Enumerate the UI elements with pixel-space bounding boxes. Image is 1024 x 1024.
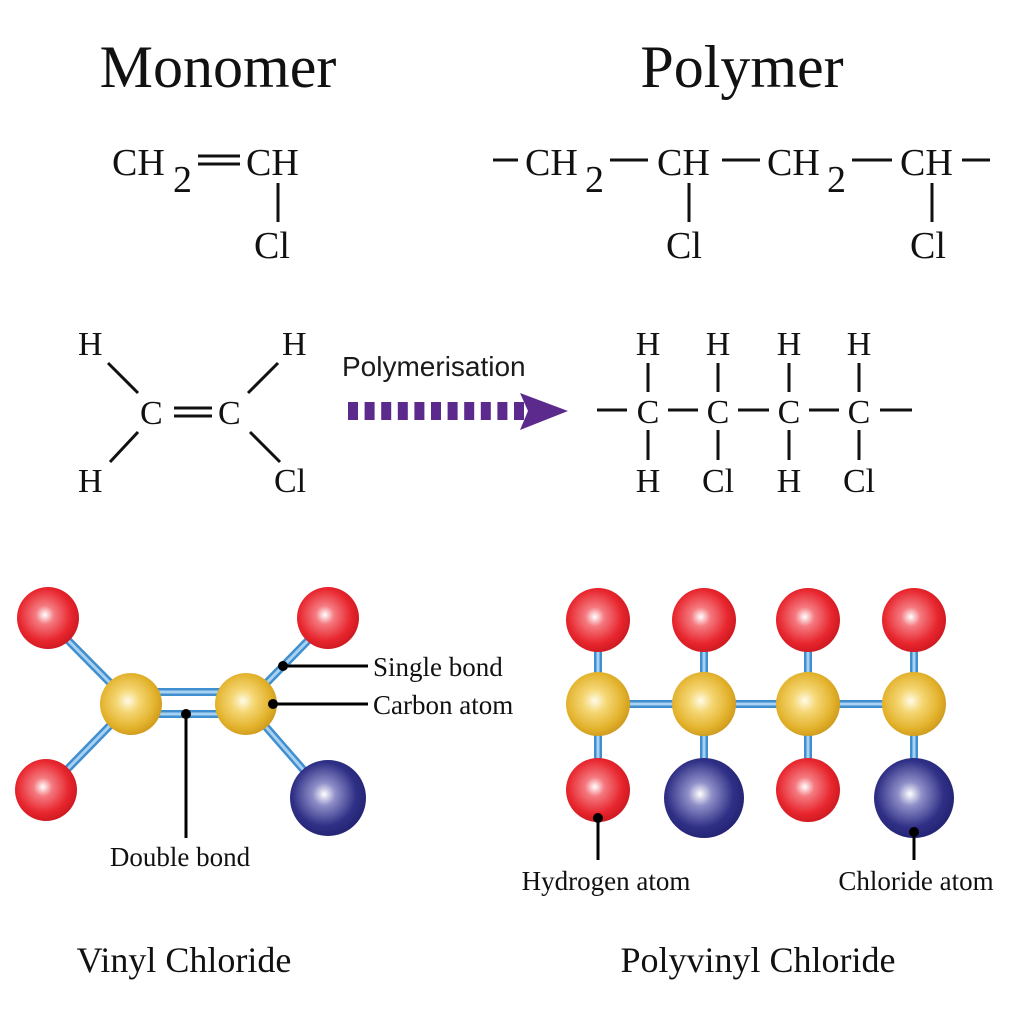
monomer-h-top-left: H: [78, 326, 103, 363]
vinyl-chloride-caption: Vinyl Chloride: [77, 940, 292, 980]
chlorine-atom: [290, 760, 366, 836]
arrow-head-icon: [520, 393, 568, 430]
arrow-dash: [381, 402, 392, 420]
polymerisation-arrow: Polymerisation: [342, 351, 568, 430]
polymer-group-1: CH: [525, 142, 578, 184]
carbon-atom: [215, 673, 277, 735]
polymer-condensed-formula: CH 2 CH Cl CH 2 CH Cl: [493, 142, 990, 267]
monomer-carbon-right: C: [218, 395, 241, 432]
carbon-atom: [672, 672, 736, 736]
pvc-model: [566, 588, 954, 838]
structural-bond-top-right: [246, 361, 280, 395]
arrow-dash: [414, 402, 425, 420]
vinyl-chloride-model: [15, 587, 366, 836]
arrow-dash: [514, 402, 524, 420]
chloride-atom-label: Chloride atom: [838, 866, 993, 896]
polymer-unit: HC Cl: [702, 326, 734, 500]
monomer-structural-formula: H H H Cl C C: [78, 326, 307, 500]
structural-bond-bottom-left: [108, 430, 140, 464]
arrow-dash: [431, 402, 441, 420]
chlorine-atom: [664, 758, 744, 838]
vinyl-callouts: Single bond Carbon atom Double bond: [110, 652, 513, 872]
unit-bottom-atom: Cl: [843, 463, 875, 500]
hydrogen-atom: [882, 588, 946, 652]
arrow-dash: [397, 402, 408, 420]
double-bond-label: Double bond: [110, 842, 251, 872]
polymerisation-label: Polymerisation: [342, 351, 526, 382]
monomer-ch-group: CH: [246, 142, 299, 184]
carbon-atom: [566, 672, 630, 736]
polymer-unit: HC Cl: [843, 326, 875, 500]
monomer-condensed-formula: CH 2 CH Cl: [112, 142, 299, 267]
structural-bond-top-left: [106, 361, 140, 395]
pvc-callouts: Hydrogen atom Chloride atom: [522, 813, 994, 896]
monomer-ch2-group: CH: [112, 142, 165, 184]
hydrogen-atom: [776, 758, 840, 822]
polymer-heading: Polymer: [640, 34, 843, 100]
hydrogen-atom: [566, 588, 630, 652]
hydrogen-atom: [776, 588, 840, 652]
unit-top-atom: H: [777, 326, 802, 363]
polymer-group-1-subscript: 2: [585, 159, 604, 201]
monomer-cl-label: Cl: [254, 225, 290, 267]
carbon-atom: [882, 672, 946, 736]
unit-top-atom: H: [847, 326, 872, 363]
structural-bond-bottom-right: [248, 430, 282, 464]
monomer-cl-bottom-right: Cl: [274, 463, 306, 500]
single-bond-label: Single bond: [373, 652, 503, 682]
chlorine-atom: [874, 758, 954, 838]
polyvinyl-chloride-caption: Polyvinyl Chloride: [620, 940, 895, 980]
arrow-dash: [480, 402, 491, 420]
monomer-heading: Monomer: [100, 34, 337, 100]
carbon-atom: [100, 673, 162, 735]
arrow-dash: [364, 402, 375, 420]
carbon-atom: [776, 672, 840, 736]
hydrogen-atom: [15, 759, 77, 821]
unit-bottom-atom: H: [636, 463, 661, 500]
hydrogen-atom: [297, 587, 359, 649]
arrow-dash: [447, 402, 458, 420]
unit-carbon: C: [778, 394, 801, 431]
unit-carbon: C: [707, 394, 730, 431]
monomer-h-top-right: H: [282, 326, 307, 363]
polymer-cl-label-2: Cl: [910, 225, 946, 267]
arrow-dash: [348, 402, 358, 420]
polymer-group-4: CH: [900, 142, 953, 184]
polymer-unit: HCH: [777, 326, 802, 500]
hydrogen-atom-label: Hydrogen atom: [522, 866, 691, 896]
polymer-group-3: CH: [767, 142, 820, 184]
hydrogen-atom: [672, 588, 736, 652]
carbon-atom-label: Carbon atom: [373, 690, 513, 720]
arrow-dashes: [348, 402, 524, 420]
unit-top-atom: H: [706, 326, 731, 363]
monomer-h-bottom-left: H: [78, 463, 103, 500]
unit-bottom-atom: Cl: [702, 463, 734, 500]
unit-bottom-atom: H: [777, 463, 802, 500]
arrow-dash: [464, 402, 475, 420]
polymer-cl-label-1: Cl: [666, 225, 702, 267]
monomer-ch2-subscript: 2: [173, 159, 192, 201]
polymer-unit: HCH: [636, 326, 661, 500]
hydrogen-atom: [17, 587, 79, 649]
polymer-group-3-subscript: 2: [827, 159, 846, 201]
unit-top-atom: H: [636, 326, 661, 363]
unit-carbon: C: [637, 394, 660, 431]
unit-carbon: C: [848, 394, 871, 431]
hydrogen-atom: [566, 758, 630, 822]
monomer-carbon-left: C: [140, 395, 163, 432]
arrow-dash: [497, 402, 508, 420]
polymer-group-2: CH: [657, 142, 710, 184]
